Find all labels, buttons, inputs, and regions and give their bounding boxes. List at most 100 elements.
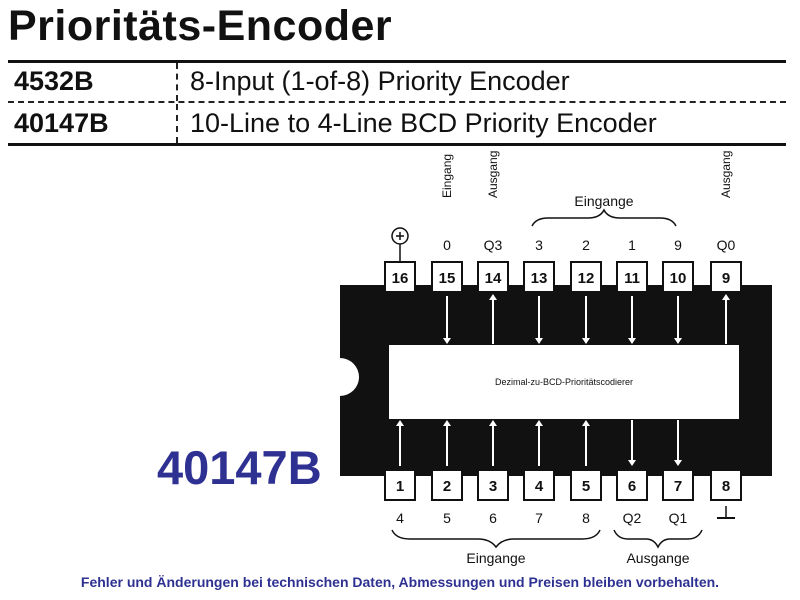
- bottom-pin-2: 25: [431, 420, 463, 526]
- pin-box: [384, 469, 416, 501]
- pin-box: [662, 469, 694, 501]
- pin-signal-label: 8: [582, 510, 590, 526]
- pin15-type-label: Eingang: [440, 154, 454, 198]
- top-inputs-brace: [531, 208, 677, 227]
- pin-number: 11: [624, 270, 640, 287]
- pin-box: [710, 261, 742, 293]
- arrow-down-icon: [628, 338, 636, 344]
- bottom-inputs-brace: [391, 529, 601, 549]
- pin-number: 6: [628, 478, 636, 495]
- pin-number: 3: [489, 478, 497, 495]
- page-title: Prioritäts-Encoder: [8, 2, 393, 50]
- pin-signal-label: 3: [535, 237, 543, 253]
- arrow-down-icon: [628, 460, 636, 466]
- pin-signal-label: 2: [582, 237, 590, 253]
- table-top-rule: [8, 60, 786, 63]
- pin-box: [570, 261, 602, 293]
- pin-box: [477, 469, 509, 501]
- arrow-up-icon: [489, 294, 497, 300]
- pin-signal-label: Q1: [669, 510, 688, 526]
- pin-box: [523, 469, 555, 501]
- pin-box: [616, 261, 648, 293]
- pin-number: 4: [535, 478, 544, 495]
- pin-number: 10: [670, 270, 687, 287]
- pin9-type-label: Ausgang: [719, 151, 733, 198]
- bottom-outputs-brace: [613, 529, 703, 549]
- top-pin-15: 15 0: [431, 237, 463, 344]
- pin-signal-label: Q0: [717, 237, 736, 253]
- part-desc-40147b: 10-Line to 4-Line BCD Priority Encoder: [190, 108, 657, 138]
- pin-signal-label: 6: [489, 510, 497, 526]
- footer-disclaimer: Fehler und Änderungen bei technischen Da…: [80, 574, 720, 590]
- top-inputs-group-label: Eingange: [574, 193, 633, 209]
- top-pin-14: 14 Q3: [477, 237, 509, 344]
- pin-number: 14: [485, 270, 502, 287]
- pin-box: [616, 469, 648, 501]
- arrow-up-icon: [443, 420, 451, 426]
- chip-inner-block: [387, 343, 741, 421]
- pin-signal-label: 4: [396, 510, 404, 526]
- pin-box: [570, 469, 602, 501]
- bottom-pin-1: 14: [384, 420, 416, 526]
- pin-signal-label: 7: [535, 510, 543, 526]
- pin-number: 15: [439, 270, 456, 287]
- top-pin-11: 111: [616, 237, 648, 344]
- top-pin-16: 16: [384, 227, 416, 293]
- arrow-up-icon: [535, 420, 543, 426]
- pin-box: [431, 469, 463, 501]
- top-pin-13: 13 3: [523, 237, 555, 344]
- pin-number: 16: [392, 270, 409, 287]
- top-pin-12: 12 2: [570, 237, 602, 344]
- bottom-pin-3: 36: [477, 420, 509, 526]
- arrow-down-icon: [674, 338, 682, 344]
- bottom-outputs-group-label: Ausgange: [626, 550, 689, 566]
- arrow-up-icon: [489, 420, 497, 426]
- pin-signal-label: 0: [443, 237, 451, 253]
- pin14-type-label: Ausgang: [486, 151, 500, 198]
- pin-signal-label: 9: [674, 237, 682, 253]
- pin-number: 2: [443, 478, 451, 495]
- top-pin-9: 9 Q0: [710, 237, 742, 344]
- part-code-4532b: 4532B: [14, 66, 94, 96]
- bottom-pin-8: 8: [710, 469, 742, 519]
- arrow-up-icon: [396, 420, 404, 426]
- column-separator: [176, 63, 178, 101]
- part-desc-4532b: 8-Input (1-of-8) Priority Encoder: [190, 66, 570, 96]
- arrow-up-icon: [582, 420, 590, 426]
- pin-number: 5: [582, 478, 590, 495]
- bottom-pin-4: 47: [523, 420, 555, 526]
- pin-signal-label: 5: [443, 510, 451, 526]
- chip-notch: [340, 358, 359, 396]
- bottom-pin-6: 6Q2: [616, 420, 648, 526]
- arrow-down-icon: [535, 338, 543, 344]
- pin-box: [477, 261, 509, 293]
- column-separator: [176, 104, 178, 143]
- pin-box: [523, 261, 555, 293]
- pin-number: 1: [396, 478, 404, 495]
- top-pin-10: 10 9: [662, 237, 694, 344]
- pin-signal-label: 1: [628, 237, 636, 253]
- pin-number: 7: [674, 478, 682, 495]
- pin-box: [710, 469, 742, 501]
- pin-box: [662, 261, 694, 293]
- pin-number: 12: [578, 270, 595, 287]
- pin-box: [431, 261, 463, 293]
- pin-signal-label: Q3: [484, 237, 503, 253]
- table-bottom-rule: [8, 143, 786, 146]
- part-number-large: 40147B: [157, 441, 322, 494]
- pin-number: 8: [722, 478, 730, 495]
- arrow-down-icon: [582, 338, 590, 344]
- arrow-up-icon: [722, 294, 730, 300]
- table-row-divider: [8, 101, 786, 103]
- pin-signal-label: Q2: [623, 510, 642, 526]
- pin-number: 13: [531, 270, 548, 287]
- chip-function-label: Dezimal-zu-BCD-Prioritätscodierer: [495, 377, 633, 387]
- bottom-pin-7: 7Q1: [662, 420, 694, 526]
- arrow-down-icon: [674, 460, 682, 466]
- bottom-inputs-group-label: Eingange: [466, 550, 525, 566]
- pin-number: 9: [722, 270, 730, 287]
- arrow-down-icon: [443, 338, 451, 344]
- bottom-pin-5: 58: [570, 420, 602, 526]
- part-code-40147b: 40147B: [14, 108, 109, 138]
